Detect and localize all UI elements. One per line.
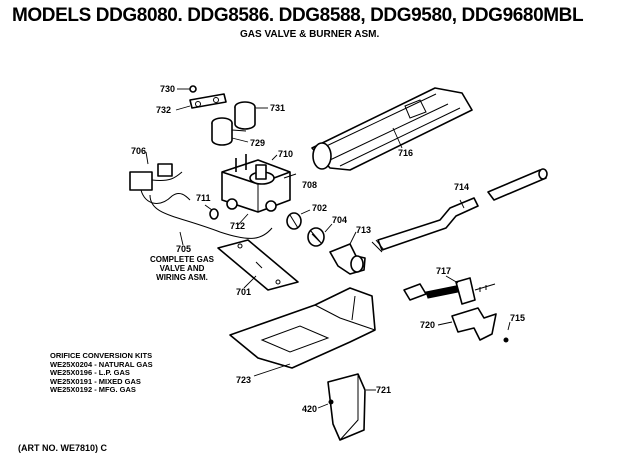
art-number: (ART NO. WE7810) C <box>18 443 108 453</box>
coils-drawing <box>211 101 268 146</box>
tube-714-drawing <box>371 168 548 253</box>
part-label-705: 705 <box>176 244 192 254</box>
part-label-729: 729 <box>250 138 266 148</box>
shield-721-drawing <box>317 373 376 441</box>
orifice-kit-item: WE25X0192 - MFG. GAS <box>50 385 136 394</box>
part-label-706: 706 <box>131 146 147 156</box>
leader-705 <box>179 231 184 246</box>
part-label-715: 715 <box>510 313 526 323</box>
complete-note-line-3: WIRING ASM. <box>156 273 208 282</box>
complete-note-line-2: VALVE AND <box>159 264 205 273</box>
fittings-drawing <box>204 204 366 275</box>
page-subtitle: GAS VALVE & BURNER ASM. <box>240 29 380 40</box>
part-label-720: 720 <box>420 320 436 330</box>
wiring-706-drawing <box>129 151 273 239</box>
part-label-731: 731 <box>270 103 286 113</box>
part-label-702: 702 <box>312 203 328 213</box>
part-label-732: 732 <box>156 105 172 115</box>
burner-716-drawing <box>311 87 473 171</box>
valve-body-drawing <box>221 154 297 213</box>
orifice-kits-block: ORIFICE CONVERSION KITS WE25X0204 - NATU… <box>50 351 153 395</box>
igniter-drawing <box>403 275 511 343</box>
part-label-716: 716 <box>398 148 414 158</box>
part-label-721: 721 <box>376 385 392 395</box>
part-label-713: 713 <box>356 225 372 235</box>
orifice-kit-item: WE25X0204 - NATURAL GAS <box>50 359 153 369</box>
part-label-701: 701 <box>236 287 252 297</box>
bracket-723-drawing <box>229 287 376 377</box>
part-label-708: 708 <box>302 180 318 190</box>
part-label-714: 714 <box>454 182 470 192</box>
part-label-704: 704 <box>332 215 348 225</box>
part-label-723: 723 <box>236 375 252 385</box>
part-label-712: 712 <box>230 221 246 231</box>
plate-701-drawing <box>217 239 299 291</box>
part-label-711: 711 <box>196 193 211 203</box>
orifice-kit-item: WE25X0191 - MIXED GAS <box>50 376 141 386</box>
complete-note-line-1: COMPLETE GAS <box>149 255 214 264</box>
part-label-710: 710 <box>278 149 294 159</box>
part-label-420: 420 <box>302 404 318 414</box>
part-label-717: 717 <box>436 266 452 276</box>
orifice-kits-heading: ORIFICE CONVERSION KITS <box>50 351 153 360</box>
page-title: MODELS DDG8080. DDG8586. DDG8588, DDG958… <box>12 5 584 26</box>
orifice-kit-item: WE25X0196 - L.P. GAS <box>50 368 130 377</box>
part-label-730: 730 <box>160 84 176 94</box>
bracket-732-drawing <box>175 85 227 111</box>
complete-assembly-note: COMPLETE GAS VALVE AND WIRING ASM. <box>132 255 232 282</box>
